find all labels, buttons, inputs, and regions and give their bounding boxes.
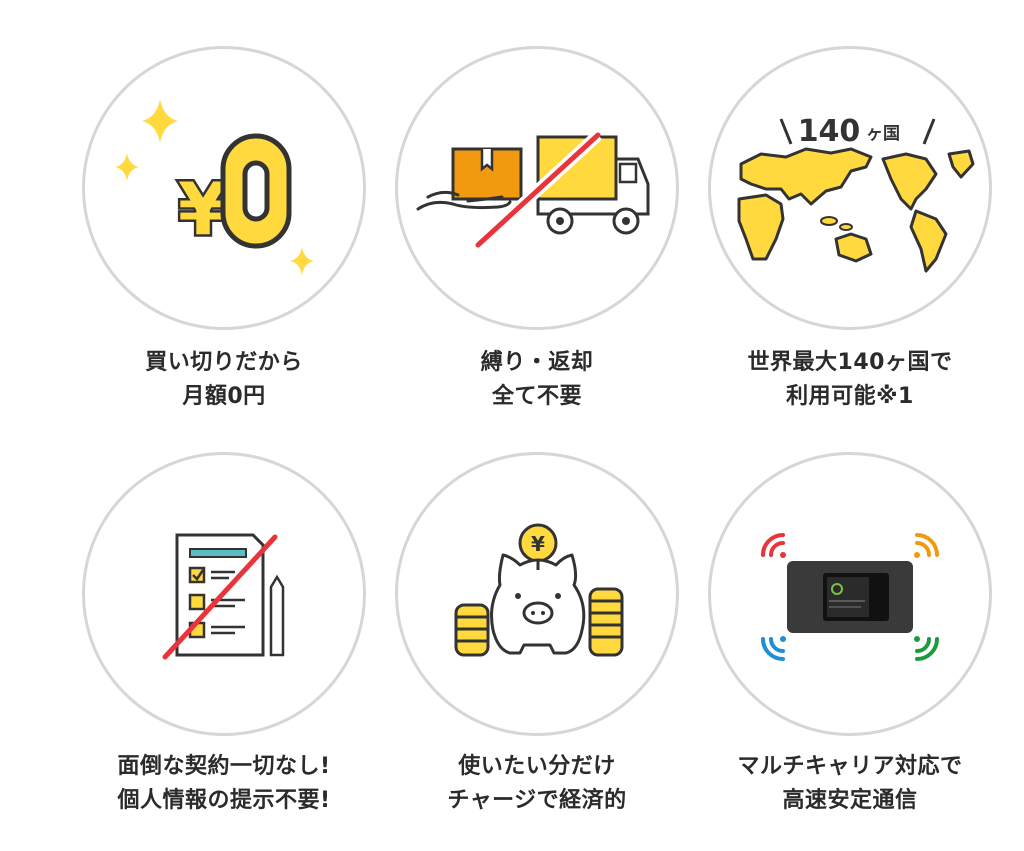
caption-line-2: 高速安定通信 <box>782 788 918 813</box>
svg-text:¥: ¥ <box>531 532 545 556</box>
feature-circle: ¥ <box>395 452 679 736</box>
caption-line-2: 月額0円 <box>182 384 266 409</box>
caption-line-2: チャージで経済的 <box>447 788 627 813</box>
feature-circle: ¥ <box>82 46 366 330</box>
caption-line-1: 縛り・返却 <box>480 350 594 375</box>
feature-caption: 使いたい分だけ チャージで経済的 <box>355 750 719 818</box>
feature-circle: 140 ヶ国 <box>708 46 992 330</box>
yen-zero-icon: ¥ <box>115 99 314 275</box>
feature-circle <box>708 452 992 736</box>
caption-line-1: マルチキャリア対応で <box>737 754 963 779</box>
svg-text:140: 140 <box>798 114 861 149</box>
caption-line-2: 利用可能※1 <box>786 384 914 409</box>
caption-line-1: 面倒な契約一切なし! <box>117 754 331 779</box>
feature-caption: 面倒な契約一切なし! 個人情報の提示不要! <box>42 750 406 818</box>
feature-caption: 買い切りだから 月額0円 <box>42 346 406 414</box>
caption-line-1: 使いたい分だけ <box>458 754 616 779</box>
no-contract-icon <box>162 533 285 660</box>
feature-circle <box>82 452 366 736</box>
caption-line-1: 買い切りだから <box>145 350 303 375</box>
world-map-icon: 140 ヶ国 <box>737 114 975 273</box>
pocket-wifi-multicarrier-icon <box>761 533 939 661</box>
no-delivery-return-icon <box>416 130 650 250</box>
caption-line-1: 世界最大140ヶ国で <box>747 350 953 375</box>
feature-caption: 縛り・返却 全て不要 <box>355 346 719 414</box>
feature-caption: 世界最大140ヶ国で 利用可能※1 <box>668 346 1024 414</box>
caption-line-2: 個人情報の提示不要! <box>117 788 331 813</box>
svg-text:¥: ¥ <box>178 167 228 251</box>
caption-line-2: 全て不要 <box>491 384 582 409</box>
feature-circle <box>395 46 679 330</box>
piggy-bank-icon: ¥ <box>454 523 624 657</box>
feature-caption: マルチキャリア対応で 高速安定通信 <box>668 750 1024 818</box>
svg-text:ヶ国: ヶ国 <box>866 124 900 144</box>
